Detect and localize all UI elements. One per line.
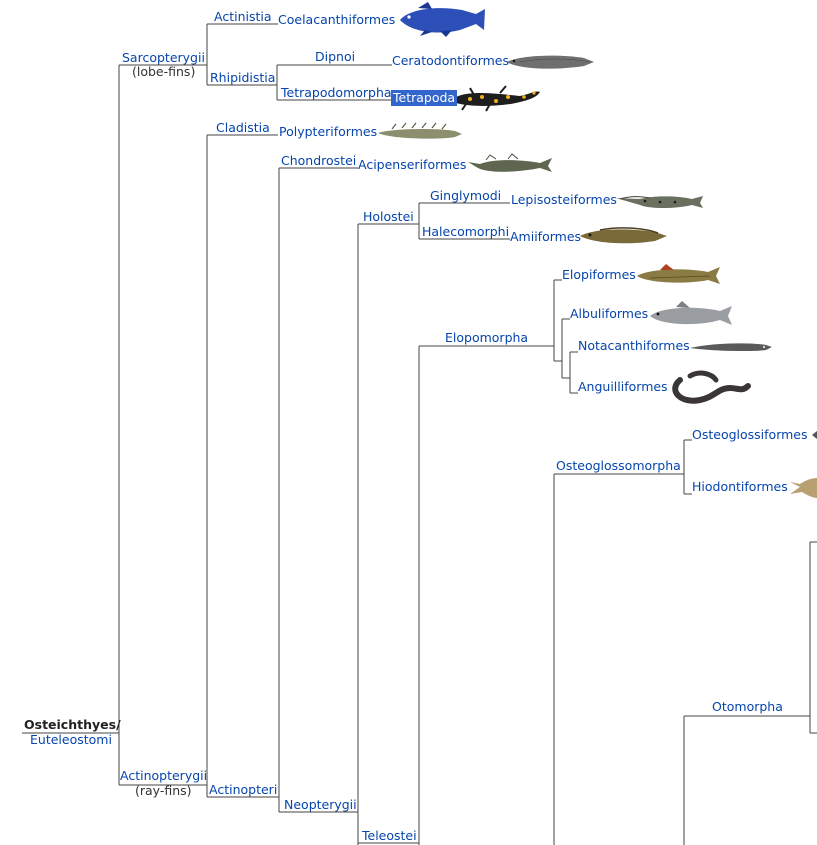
- ceratodontiformes-link[interactable]: Ceratodontiformes: [392, 53, 509, 68]
- neopterygii-link[interactable]: Neopterygii: [284, 797, 357, 812]
- cladistia-link[interactable]: Cladistia: [216, 120, 270, 135]
- tetrapodomorpha-link[interactable]: Tetrapodomorpha: [281, 85, 392, 100]
- salamander-icon: [456, 85, 540, 112]
- root-separator: /: [116, 717, 121, 732]
- rhipidistia-link[interactable]: Rhipidistia: [210, 70, 276, 85]
- notacanthiformes-link[interactable]: Notacanthiformes: [578, 338, 690, 353]
- osteoglossomorpha-link[interactable]: Osteoglossomorpha: [556, 458, 681, 473]
- euteleostomi-link[interactable]: Euteleostomi: [30, 732, 112, 747]
- actinopterygii-link[interactable]: Actinopterygii: [120, 768, 208, 783]
- eel-icon: [672, 370, 751, 404]
- osteoglossiformes-link[interactable]: Osteoglossiformes: [692, 427, 808, 442]
- sarcopterygii-common-name: (lobe-fins): [132, 64, 196, 79]
- sarcopterygii-link[interactable]: Sarcopterygii: [122, 50, 205, 65]
- albuliformes-link[interactable]: Albuliformes: [570, 306, 649, 321]
- mooneye-icon: [790, 478, 817, 498]
- bonefish-icon: [650, 301, 732, 325]
- polypteriformes-link[interactable]: Polypteriformes: [279, 124, 378, 139]
- ginglymodi-link[interactable]: Ginglymodi: [430, 188, 502, 203]
- spiny-eel-icon: [690, 343, 772, 352]
- sturgeon-icon: [468, 153, 552, 172]
- holostei-link[interactable]: Holostei: [363, 209, 414, 224]
- hiodontiformes-link[interactable]: Hiodontiformes: [692, 479, 788, 494]
- actinopterygii-common-name: (ray-fins): [135, 783, 192, 798]
- coelacanthiformes-link[interactable]: Coelacanthiformes: [278, 12, 396, 27]
- halecomorphi-link[interactable]: Halecomorphi: [422, 224, 510, 239]
- teleostei-link[interactable]: Teleostei: [362, 828, 417, 843]
- acipenseriformes-link[interactable]: Acipenseriformes: [358, 157, 467, 172]
- amiiformes-link[interactable]: Amiiformes: [510, 229, 582, 244]
- lungfish-icon: [507, 55, 594, 69]
- tetrapoda-link-selected[interactable]: Tetrapoda: [391, 90, 458, 106]
- actinopteri-link[interactable]: Actinopteri: [209, 782, 278, 797]
- dipnoi-link[interactable]: Dipnoi: [315, 49, 356, 64]
- anguilliformes-link[interactable]: Anguilliformes: [578, 379, 668, 394]
- osteichthyes-label: Osteichthyes/: [24, 718, 121, 732]
- bowfin-icon: [580, 227, 667, 244]
- elopomorpha-link[interactable]: Elopomorpha: [445, 330, 529, 345]
- actinistia-link[interactable]: Actinistia: [214, 9, 272, 24]
- bichir-icon: [378, 122, 462, 139]
- lepisosteiformes-link[interactable]: Lepisosteiformes: [511, 192, 617, 207]
- elopiformes-link[interactable]: Elopiformes: [562, 267, 636, 282]
- chondrostei-link[interactable]: Chondrostei: [281, 153, 357, 168]
- otomorpha-link[interactable]: Otomorpha: [712, 699, 783, 714]
- gar-icon: [616, 196, 703, 208]
- ladyfish-icon: [637, 264, 720, 284]
- osteichthyes-name[interactable]: Osteichthyes: [24, 717, 117, 732]
- coelacanth-icon: [400, 2, 485, 37]
- arowana-icon: [812, 431, 817, 439]
